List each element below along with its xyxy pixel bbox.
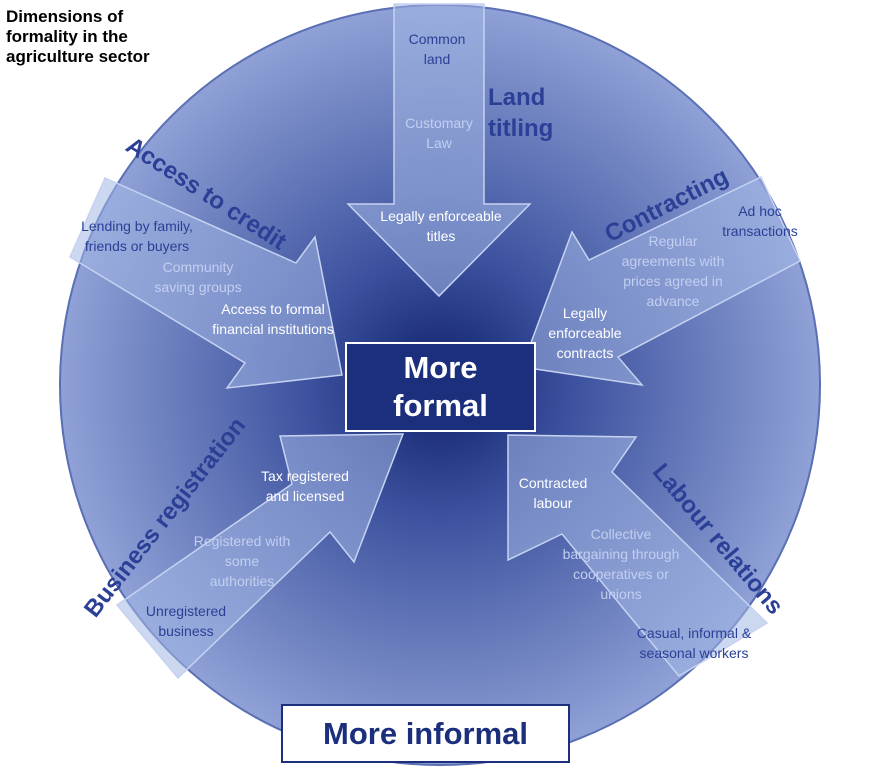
business-level-1-line-2: business [158, 623, 213, 639]
access-to-credit-arrow [69, 177, 343, 389]
business-level-registered-with-some-authorities: Registered with some authorities [194, 533, 291, 589]
contracting-level-regular-agreements: Regular agreements with prices agreed in… [622, 233, 725, 309]
diagram-title: Dimensions of formality in the agricultu… [6, 7, 150, 66]
business-level-unregistered: Unregistered business [146, 603, 226, 639]
labour-level-1-line-2: seasonal workers [640, 645, 749, 661]
labour-level-1-line-1: Casual, informal & [637, 625, 752, 641]
contracting-level-legally-enforceable-contracts: Legally enforceable contracts [548, 305, 621, 361]
land-titling-name-line-1: Land [488, 84, 545, 111]
contracting-level-2-line-4: advance [647, 293, 700, 309]
credit-level-formal-financial-institutions: Access to formal financial institutions [212, 301, 333, 337]
land-titling-arrow [346, 3, 532, 298]
credit-level-3-line-1: Access to formal [221, 301, 324, 317]
land-level-legally-enforceable-titles: Legally enforceable titles [380, 208, 502, 244]
land-level-1-line-2: land [424, 51, 450, 67]
more-formal-box: More formal [345, 342, 536, 432]
contracting-level-ad-hoc-transactions: Ad hoc transactions [722, 203, 797, 239]
labour-level-contracted-labour: Contracted labour [519, 475, 587, 511]
labour-level-3-line-1: Contracted [519, 475, 587, 491]
business-level-2-line-2: some [225, 553, 259, 569]
credit-level-lending-by-family: Lending by family, friends or buyers [81, 218, 193, 254]
land-level-1-line-1: Common [409, 31, 466, 47]
credit-level-1-line-1: Lending by family, [81, 218, 193, 234]
contracting-level-3-line-1: Legally [563, 305, 607, 321]
contracting-level-1-line-2: transactions [722, 223, 797, 239]
business-level-1-line-1: Unregistered [146, 603, 226, 619]
labour-level-casual-informal-seasonal: Casual, informal & seasonal workers [637, 625, 752, 661]
credit-level-community-saving-groups: Community saving groups [154, 259, 241, 295]
credit-level-2-line-1: Community [163, 259, 234, 275]
business-level-tax-registered: Tax registered and licensed [261, 468, 349, 504]
contracting-level-2-line-1: Regular [648, 233, 697, 249]
land-titling-name-line-2: titling [488, 115, 553, 142]
land-level-common-land: Common land [409, 31, 466, 67]
labour-level-2-line-2: bargaining through [563, 546, 680, 562]
contracting-arrow [520, 175, 801, 387]
contracting-level-1-line-1: Ad hoc [738, 203, 782, 219]
land-titling-label: Land titling [488, 84, 553, 142]
land-level-customary-law: Customary Law [405, 115, 473, 151]
land-level-3-line-1: Legally enforceable [380, 208, 502, 224]
contracting-level-3-line-2: enforceable [548, 325, 621, 341]
land-level-2-line-1: Customary [405, 115, 473, 131]
contracting-level-2-line-2: agreements with [622, 253, 725, 269]
labour-relations-arrow [507, 434, 769, 677]
credit-level-1-line-2: friends or buyers [85, 238, 189, 254]
labour-level-3-line-2: labour [534, 495, 573, 511]
credit-level-3-line-2: financial institutions [212, 321, 333, 337]
more-informal-box: More informal [281, 704, 570, 763]
business-registration-arrow [115, 433, 405, 680]
contracting-level-2-line-3: prices agreed in [623, 273, 723, 289]
business-level-2-line-1: Registered with [194, 533, 291, 549]
business-level-3-line-1: Tax registered [261, 468, 349, 484]
labour-level-collective-bargaining: Collective bargaining through cooperativ… [563, 526, 680, 602]
labour-level-2-line-4: unions [600, 586, 641, 602]
land-level-2-line-2: Law [426, 135, 453, 151]
land-level-3-line-2: titles [427, 228, 456, 244]
labour-level-2-line-1: Collective [591, 526, 652, 542]
business-level-2-line-3: authorities [210, 573, 275, 589]
contracting-level-3-line-3: contracts [557, 345, 614, 361]
business-level-3-line-2: and licensed [266, 488, 345, 504]
labour-level-2-line-3: cooperatives or [573, 566, 669, 582]
credit-level-2-line-2: saving groups [154, 279, 241, 295]
